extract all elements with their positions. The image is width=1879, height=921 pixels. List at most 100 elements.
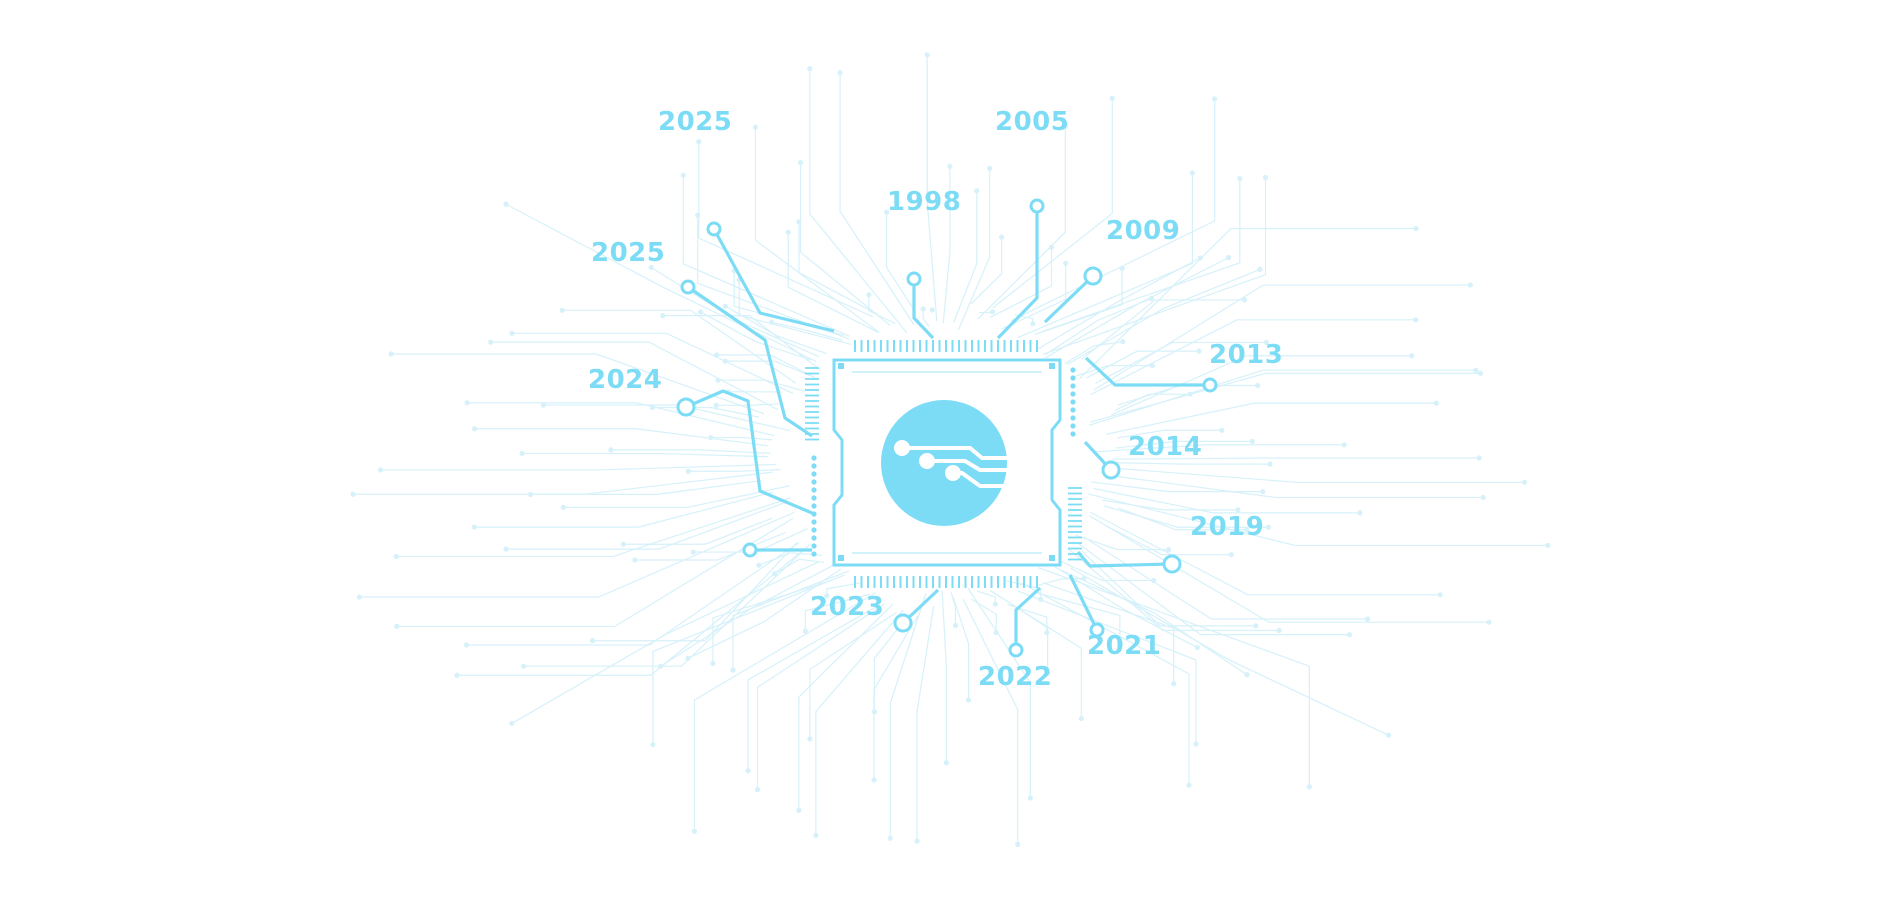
trace-end-dot xyxy=(1413,317,1419,323)
trace-end-dot xyxy=(454,672,460,678)
trace-end-dot xyxy=(1267,461,1273,467)
background-trace xyxy=(1086,350,1200,379)
trace-end-dot xyxy=(974,188,980,194)
trace-end-dot xyxy=(377,467,384,473)
chip-corner-dot xyxy=(838,363,844,369)
chip-pin-dot xyxy=(811,471,817,477)
circuit-node-icon xyxy=(1029,198,1045,214)
trace-end-dot xyxy=(797,159,804,166)
circuit-node-icon xyxy=(1162,554,1182,574)
background-trace xyxy=(885,212,917,313)
trace-end-dot xyxy=(813,832,819,838)
chip-pin-dot xyxy=(811,527,817,533)
background-trace xyxy=(718,379,806,393)
background-trace xyxy=(506,502,785,550)
background-trace xyxy=(1095,341,1267,384)
background-trace xyxy=(359,511,795,598)
milestone-year-label: 2013 xyxy=(1209,340,1284,370)
background-trace xyxy=(1003,579,1042,600)
background-trace xyxy=(511,561,820,724)
background-trace xyxy=(839,72,915,325)
chip-pin-dot xyxy=(1070,383,1076,389)
trace-end-dot xyxy=(1117,640,1123,646)
trace-end-dot xyxy=(1212,96,1218,102)
background-trace xyxy=(809,612,897,739)
chip-pin-dot xyxy=(1070,423,1076,429)
background-traces xyxy=(350,52,1551,848)
milestone-year-label: 2019 xyxy=(1190,512,1265,542)
trace-end-dot xyxy=(722,303,728,309)
trace-end-dot xyxy=(1151,577,1157,584)
background-trace xyxy=(682,175,850,337)
trace-end-dot xyxy=(756,562,762,568)
milestone-trace xyxy=(712,228,835,333)
trace-end-dot xyxy=(992,601,998,607)
trace-end-dot xyxy=(1235,507,1241,513)
circuit-node-icon xyxy=(1083,266,1103,286)
background-trace xyxy=(652,406,759,418)
milestone-trace xyxy=(996,206,1039,340)
background-trace xyxy=(505,203,817,362)
trace-end-dot xyxy=(695,212,701,218)
trace-end-dot xyxy=(966,697,972,703)
trace-end-dot xyxy=(1265,524,1272,530)
background-trace xyxy=(1091,481,1263,493)
chip-pin-dot xyxy=(1070,431,1076,437)
trace-end-dot xyxy=(509,330,515,336)
trace-end-dot xyxy=(1078,715,1084,722)
background-trace xyxy=(698,141,874,318)
background-trace xyxy=(815,609,904,836)
chip-pin-dot xyxy=(811,511,817,517)
trace-end-dot xyxy=(1244,527,1250,533)
background-trace xyxy=(916,605,935,842)
trace-end-dot xyxy=(488,339,494,345)
background-trace xyxy=(1105,474,1484,499)
trace-end-dot xyxy=(632,557,638,563)
trace-end-dot xyxy=(1149,363,1155,369)
background-trace xyxy=(756,603,886,790)
background-trace xyxy=(1115,440,1253,449)
background-trace xyxy=(710,436,773,441)
trace-end-dot xyxy=(990,309,996,315)
trace-end-dot xyxy=(837,70,843,76)
milestone-trace xyxy=(1043,274,1095,324)
background-trace xyxy=(1020,582,1190,786)
background-trace xyxy=(1081,299,1245,360)
background-trace xyxy=(523,543,811,667)
trace-end-dot xyxy=(1196,348,1202,354)
background-trace xyxy=(942,166,951,324)
milestone-year-label: 2009 xyxy=(1106,216,1181,246)
background-trace xyxy=(1111,355,1412,416)
trace-end-dot xyxy=(503,201,509,207)
trace-end-dot xyxy=(1413,225,1419,232)
background-trace xyxy=(990,589,1049,674)
background-trace xyxy=(1118,507,1247,531)
trace-end-dot xyxy=(943,760,949,766)
chip-pin-dot xyxy=(811,479,817,485)
trace-end-dot xyxy=(1171,681,1177,687)
trace-end-dot xyxy=(1030,321,1036,327)
background-trace xyxy=(1064,341,1123,365)
trace-end-dot xyxy=(1357,510,1363,516)
trace-end-dot xyxy=(987,165,993,172)
background-trace xyxy=(1081,550,1256,627)
background-trace xyxy=(889,592,927,839)
trace-end-dot xyxy=(1228,552,1234,558)
trace-end-dot xyxy=(608,447,614,453)
trace-end-dot xyxy=(519,450,525,457)
trace-end-dot xyxy=(463,642,470,648)
background-trace xyxy=(989,247,1053,319)
background-trace xyxy=(1001,263,1067,330)
circuit-node-icon xyxy=(1202,377,1218,393)
trace-end-dot xyxy=(796,807,802,813)
chip-pin-dot xyxy=(811,551,817,557)
trace-end-dot xyxy=(883,209,890,215)
background-trace xyxy=(466,542,800,646)
trace-end-dot xyxy=(1477,370,1484,376)
background-trace xyxy=(1090,319,1416,396)
milestone-trace xyxy=(1084,356,1210,387)
background-trace xyxy=(610,449,771,454)
background-trace xyxy=(687,568,842,659)
